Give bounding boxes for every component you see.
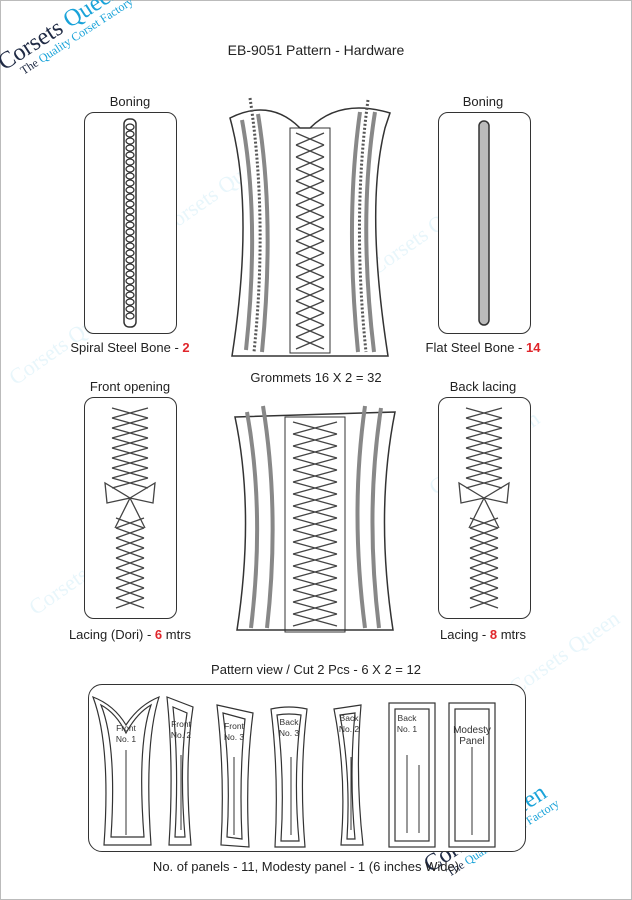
unit-text: mtrs xyxy=(162,627,192,642)
spiral-bone-caption: Spiral Steel Bone - 2 xyxy=(70,340,189,355)
spiral-link xyxy=(125,277,135,285)
piece-label-line1: Front xyxy=(171,719,191,729)
spiral-bone-count: 2 xyxy=(182,340,190,355)
lacing-cross xyxy=(111,407,149,489)
spiral-link xyxy=(125,305,135,313)
front-lacing-count: 6 xyxy=(154,627,163,642)
lacing-bow xyxy=(104,481,156,529)
flat-bone-count: 14 xyxy=(525,340,541,355)
caption-text: Lacing (Dori) - xyxy=(68,627,155,642)
spiral-link xyxy=(125,228,135,236)
back-lacing-count: 8 xyxy=(489,627,498,642)
front-lacing-box xyxy=(84,397,177,619)
piece-label-line1: Front xyxy=(116,723,136,733)
lacing-cross xyxy=(295,132,325,350)
spiral-link xyxy=(125,144,135,152)
piece-label-line2: No. 3 xyxy=(279,728,300,738)
flat-bone-box xyxy=(438,112,531,334)
spiral-link xyxy=(125,207,135,215)
spiral-link xyxy=(125,284,135,292)
back-lacing-caption: Lacing - 8 mtrs xyxy=(440,627,526,642)
spiral-link xyxy=(125,165,135,173)
corset-front-illustration xyxy=(229,97,391,357)
spiral-bone-box xyxy=(84,112,177,334)
spiral-steel-bone-icon xyxy=(123,118,137,328)
spiral-link xyxy=(125,221,135,229)
piece-label-line2: No. 2 xyxy=(171,730,192,740)
front-opening-heading: Front opening xyxy=(89,379,171,394)
back-lacing-icon xyxy=(458,407,510,609)
spiral-link xyxy=(125,312,135,320)
spiral-link xyxy=(125,270,135,278)
spiral-link xyxy=(125,263,135,271)
flat-steel-bone-icon xyxy=(478,120,490,326)
grommets-label: Grommets 16 X 2 = 32 xyxy=(250,370,382,385)
boning-left-heading: Boning xyxy=(109,94,151,109)
front-lacing-caption: Lacing (Dori) - 6 mtrs xyxy=(69,627,191,642)
spiral-link xyxy=(125,256,135,264)
back-lacing-box xyxy=(438,397,531,619)
piece-label-line2: No. 1 xyxy=(397,724,418,734)
spiral-link xyxy=(125,172,135,180)
piece-label-line2: No. 1 xyxy=(116,734,137,744)
piece-label-line1: Back xyxy=(398,713,418,723)
spiral-link xyxy=(125,235,135,243)
spiral-link xyxy=(125,137,135,145)
corset-back-illustration xyxy=(234,405,396,633)
spiral-link xyxy=(125,200,135,208)
back-lacing-heading: Back lacing xyxy=(449,379,517,394)
spiral-link xyxy=(125,179,135,187)
pattern-view-label: Pattern view / Cut 2 Pcs - 6 X 2 = 12 xyxy=(211,662,421,677)
page-title: EB-9051 Pattern - Hardware xyxy=(227,42,405,58)
piece-label-line1: Back xyxy=(340,713,360,723)
spiral-link xyxy=(125,193,135,201)
lacing-cross xyxy=(115,517,145,609)
spiral-link xyxy=(125,158,135,166)
lacing-cross xyxy=(292,421,338,627)
boning-right-heading: Boning xyxy=(462,94,504,109)
spiral-link xyxy=(125,123,135,131)
front-lacing-icon xyxy=(104,407,156,609)
spiral-link xyxy=(125,249,135,257)
caption-text: Spiral Steel Bone - xyxy=(70,340,183,355)
caption-text: Lacing - xyxy=(440,627,490,642)
flat-bone-caption: Flat Steel Bone - 14 xyxy=(426,340,541,355)
caption-text: Flat Steel Bone - xyxy=(425,340,526,355)
piece-label-line2: No. 3 xyxy=(224,732,245,742)
lacing-cross xyxy=(469,517,499,609)
piece-label-line1: Modesty xyxy=(453,725,491,736)
spiral-link xyxy=(125,214,135,222)
unit-text: mtrs xyxy=(497,627,526,642)
spiral-link xyxy=(125,298,135,306)
panels-note: No. of panels - 11, Modesty panel - 1 (6… xyxy=(152,859,460,874)
piece-label-line1: Back xyxy=(280,717,300,727)
spiral-link xyxy=(125,130,135,138)
lacing-bow xyxy=(458,481,510,529)
piece-label-line1: Front xyxy=(224,721,244,731)
spiral-link xyxy=(125,186,135,194)
spiral-link xyxy=(125,151,135,159)
piece-label-line2: No. 2 xyxy=(339,724,360,734)
piece-label-line2: Panel xyxy=(459,736,485,747)
lacing-cross xyxy=(465,407,503,489)
spiral-link xyxy=(125,291,135,299)
spiral-link xyxy=(125,242,135,250)
